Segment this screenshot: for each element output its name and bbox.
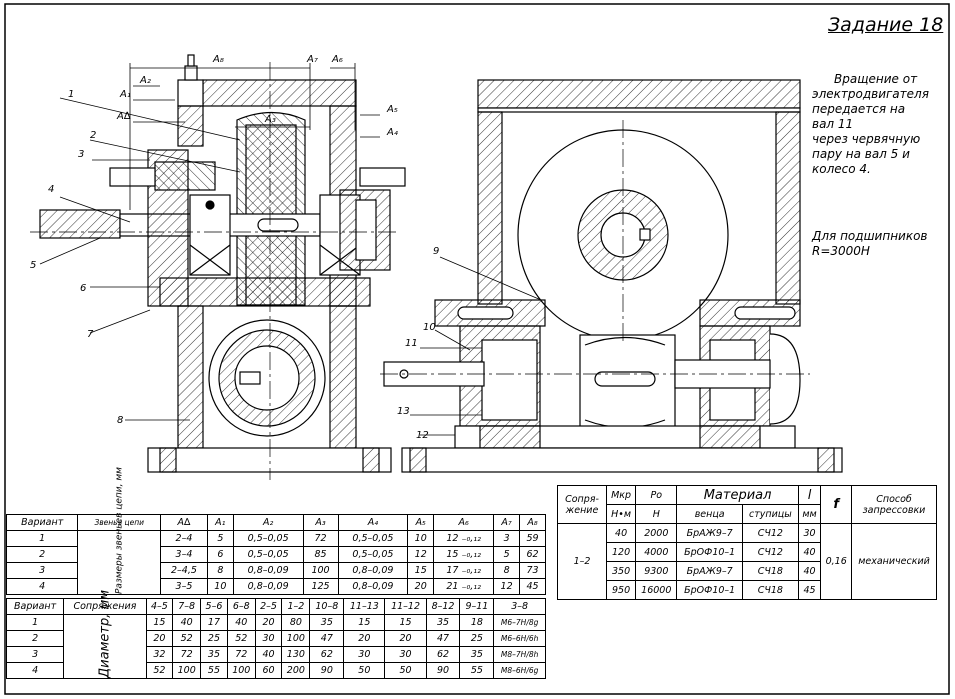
dim-label-a6: A₆: [331, 54, 343, 65]
part-label-13: 13: [397, 406, 410, 417]
dim-label-a4: A₄: [386, 127, 398, 138]
note-line: электродвигателя: [812, 87, 929, 101]
bearing-note-line1: Для подшипников: [812, 229, 928, 243]
joint-value: 1–2: [557, 523, 607, 600]
note-line: передается на: [812, 102, 906, 116]
dim-label-a7: A₇: [306, 54, 318, 65]
header-joint: Сопря- жение: [557, 485, 607, 524]
task-title: Задание 18: [828, 14, 944, 36]
dim-label-a2: A₂: [139, 75, 151, 86]
right-section-view: [380, 79, 843, 473]
dimension-lines: [39, 63, 601, 436]
header-l: l: [797, 485, 822, 505]
col-a7: A₇: [493, 514, 521, 531]
header-mkp: Mкр: [605, 485, 637, 505]
bearing-note: Для подшипников R=3000Н: [812, 229, 952, 259]
task-note: Вращение от электродвигателя передается …: [812, 72, 952, 177]
part-label-11: 11: [405, 338, 418, 349]
bearing-note-line2: R=3000Н: [812, 244, 870, 258]
dim-label-a8: A₈: [212, 54, 224, 65]
col-a6: A₆: [433, 514, 495, 531]
part-label-12: 12: [416, 430, 429, 441]
dim-label-a1: A₁: [119, 89, 131, 100]
header-p: Pо: [635, 485, 678, 505]
col-a2: A₂: [232, 514, 304, 531]
note-line: вал 11: [812, 117, 854, 131]
dimension-label-group: A₈ A₂ A₁ A∆ A₃ A₇ A₆ A₅ A₄: [116, 54, 398, 138]
dim-label-a3: A₃: [264, 114, 276, 125]
header-f: f: [820, 485, 852, 524]
header-joints: Сопряжения: [63, 598, 147, 615]
part-label-4: 4: [48, 184, 54, 195]
part-label-1: 1: [68, 89, 74, 100]
chain-dimensions-table: Вариант Звенья цепи A∆ A₁ A₂ A₃ A₄ A₅ A₆…: [5, 467, 546, 595]
note-line: пару на вал 5 и: [812, 147, 910, 161]
part-label-7: 7: [87, 329, 94, 340]
header-method: Способ запрессовки: [851, 485, 937, 524]
col-a4: A₄: [337, 514, 409, 531]
part-label-8: 8: [117, 415, 123, 426]
note-line: Вращение от: [834, 72, 918, 86]
dim-label-a5: A₅: [386, 104, 398, 115]
header-links: Звенья цепи: [77, 514, 162, 531]
note-line: колесо 4.: [812, 162, 871, 176]
header-sizes: Размеры звеньев цепи, мм: [77, 467, 161, 595]
part-label-2: 2: [90, 130, 96, 141]
method-value: механический: [851, 523, 937, 600]
part-label-6: 6: [80, 283, 86, 294]
dim-label-ad: A∆: [116, 111, 131, 122]
part-label-10: 10: [423, 322, 436, 333]
header-variant: Вариант: [5, 598, 65, 615]
col-a5: A₅: [407, 514, 435, 531]
col-ad: A∆: [160, 514, 208, 531]
header-diam: Диаметр, мм: [63, 590, 147, 679]
part-label-9: 9: [433, 246, 439, 257]
col-a1: A₁: [206, 514, 234, 531]
header-material: Материал: [676, 485, 799, 505]
press-fit-table: Сопря- жение Mкр Pо Материал l f Способ …: [557, 485, 937, 600]
part-label-5: 5: [30, 260, 36, 271]
col-a8: A₈: [519, 514, 546, 531]
part-label-3: 3: [78, 149, 84, 160]
sheet-frame: [4, 3, 950, 695]
part-label-group: 1 2 3 4 5 6 7 8 9 10 11 12 13: [30, 89, 439, 441]
left-section-view: [30, 54, 406, 480]
note-line: через червячную: [812, 132, 921, 146]
col-a3: A₃: [302, 514, 339, 531]
header-variant: Вариант: [5, 514, 79, 531]
f-value: 0,16: [820, 523, 852, 600]
